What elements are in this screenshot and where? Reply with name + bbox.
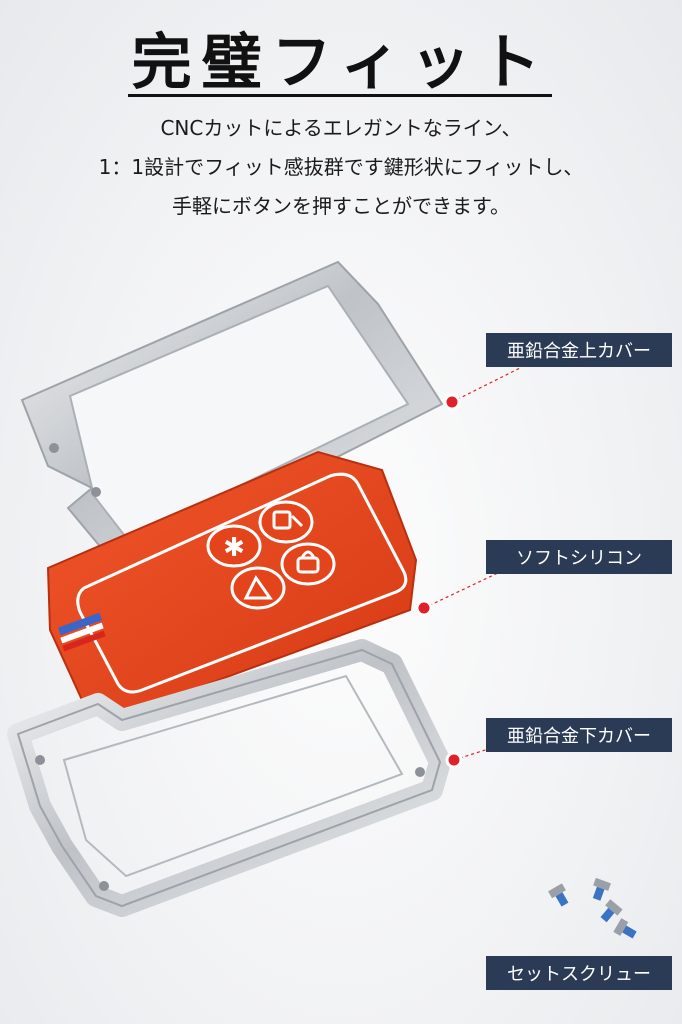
leader-top-cover (443, 367, 521, 411)
description-line-1: CNCカットによるエレガントなライン、 (160, 116, 522, 140)
label-soft-silicone: ソフトシリコン (486, 540, 672, 574)
description-line-2: 1：1設計でフィット感抜群です鍵形状にフィットし、 (98, 155, 584, 179)
page-title: 完璧フィット (131, 28, 551, 98)
svg-text:✱: ✱ (223, 533, 245, 563)
bottom-cover-frame (7, 639, 451, 917)
title-underline (128, 94, 552, 97)
label-top-cover: 亜鉛合金上カバー (486, 333, 672, 367)
unlock-icon (230, 566, 286, 610)
screws (548, 877, 637, 939)
lock-icon (280, 542, 336, 586)
description-line-3: 手軽にボタンを押すことができます。 (172, 194, 510, 218)
trunk-open-icon (258, 500, 314, 544)
silicone-case: ✱ (46, 450, 418, 718)
leader-silicone (415, 571, 501, 617)
label-screws: セットスクリュー (486, 956, 672, 990)
label-bottom-cover: 亜鉛合金下カバー (486, 718, 672, 752)
asterisk-icon: ✱ (206, 524, 262, 568)
